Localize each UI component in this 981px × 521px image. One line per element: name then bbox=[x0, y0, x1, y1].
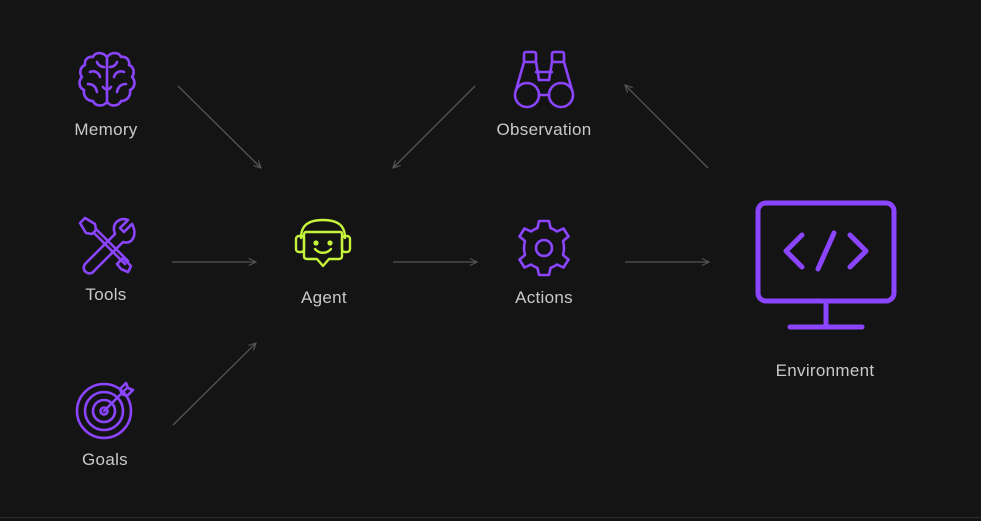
tools-label: Tools bbox=[85, 285, 127, 304]
environment-label: Environment bbox=[775, 361, 875, 380]
goals-label: Goals bbox=[82, 450, 128, 469]
observation-label: Observation bbox=[496, 120, 592, 139]
binoculars-icon bbox=[513, 50, 575, 109]
arrow-observation-to-agent bbox=[393, 85, 476, 168]
actions-label: Actions bbox=[515, 288, 573, 307]
agent-label: Agent bbox=[301, 288, 347, 307]
memory-label: Memory bbox=[74, 120, 138, 139]
arrow-environment-to-observation bbox=[625, 85, 709, 169]
gear-icon bbox=[518, 219, 570, 277]
bottom-divider bbox=[0, 517, 981, 518]
target-icon bbox=[75, 381, 135, 440]
code-monitor-icon bbox=[755, 200, 897, 330]
robot-headset-icon bbox=[294, 218, 352, 268]
wrench-screwdriver-icon bbox=[78, 216, 136, 275]
brain-icon bbox=[78, 51, 136, 107]
arrow-goals-to-agent bbox=[172, 343, 256, 426]
arrow-memory-to-agent bbox=[177, 85, 261, 168]
